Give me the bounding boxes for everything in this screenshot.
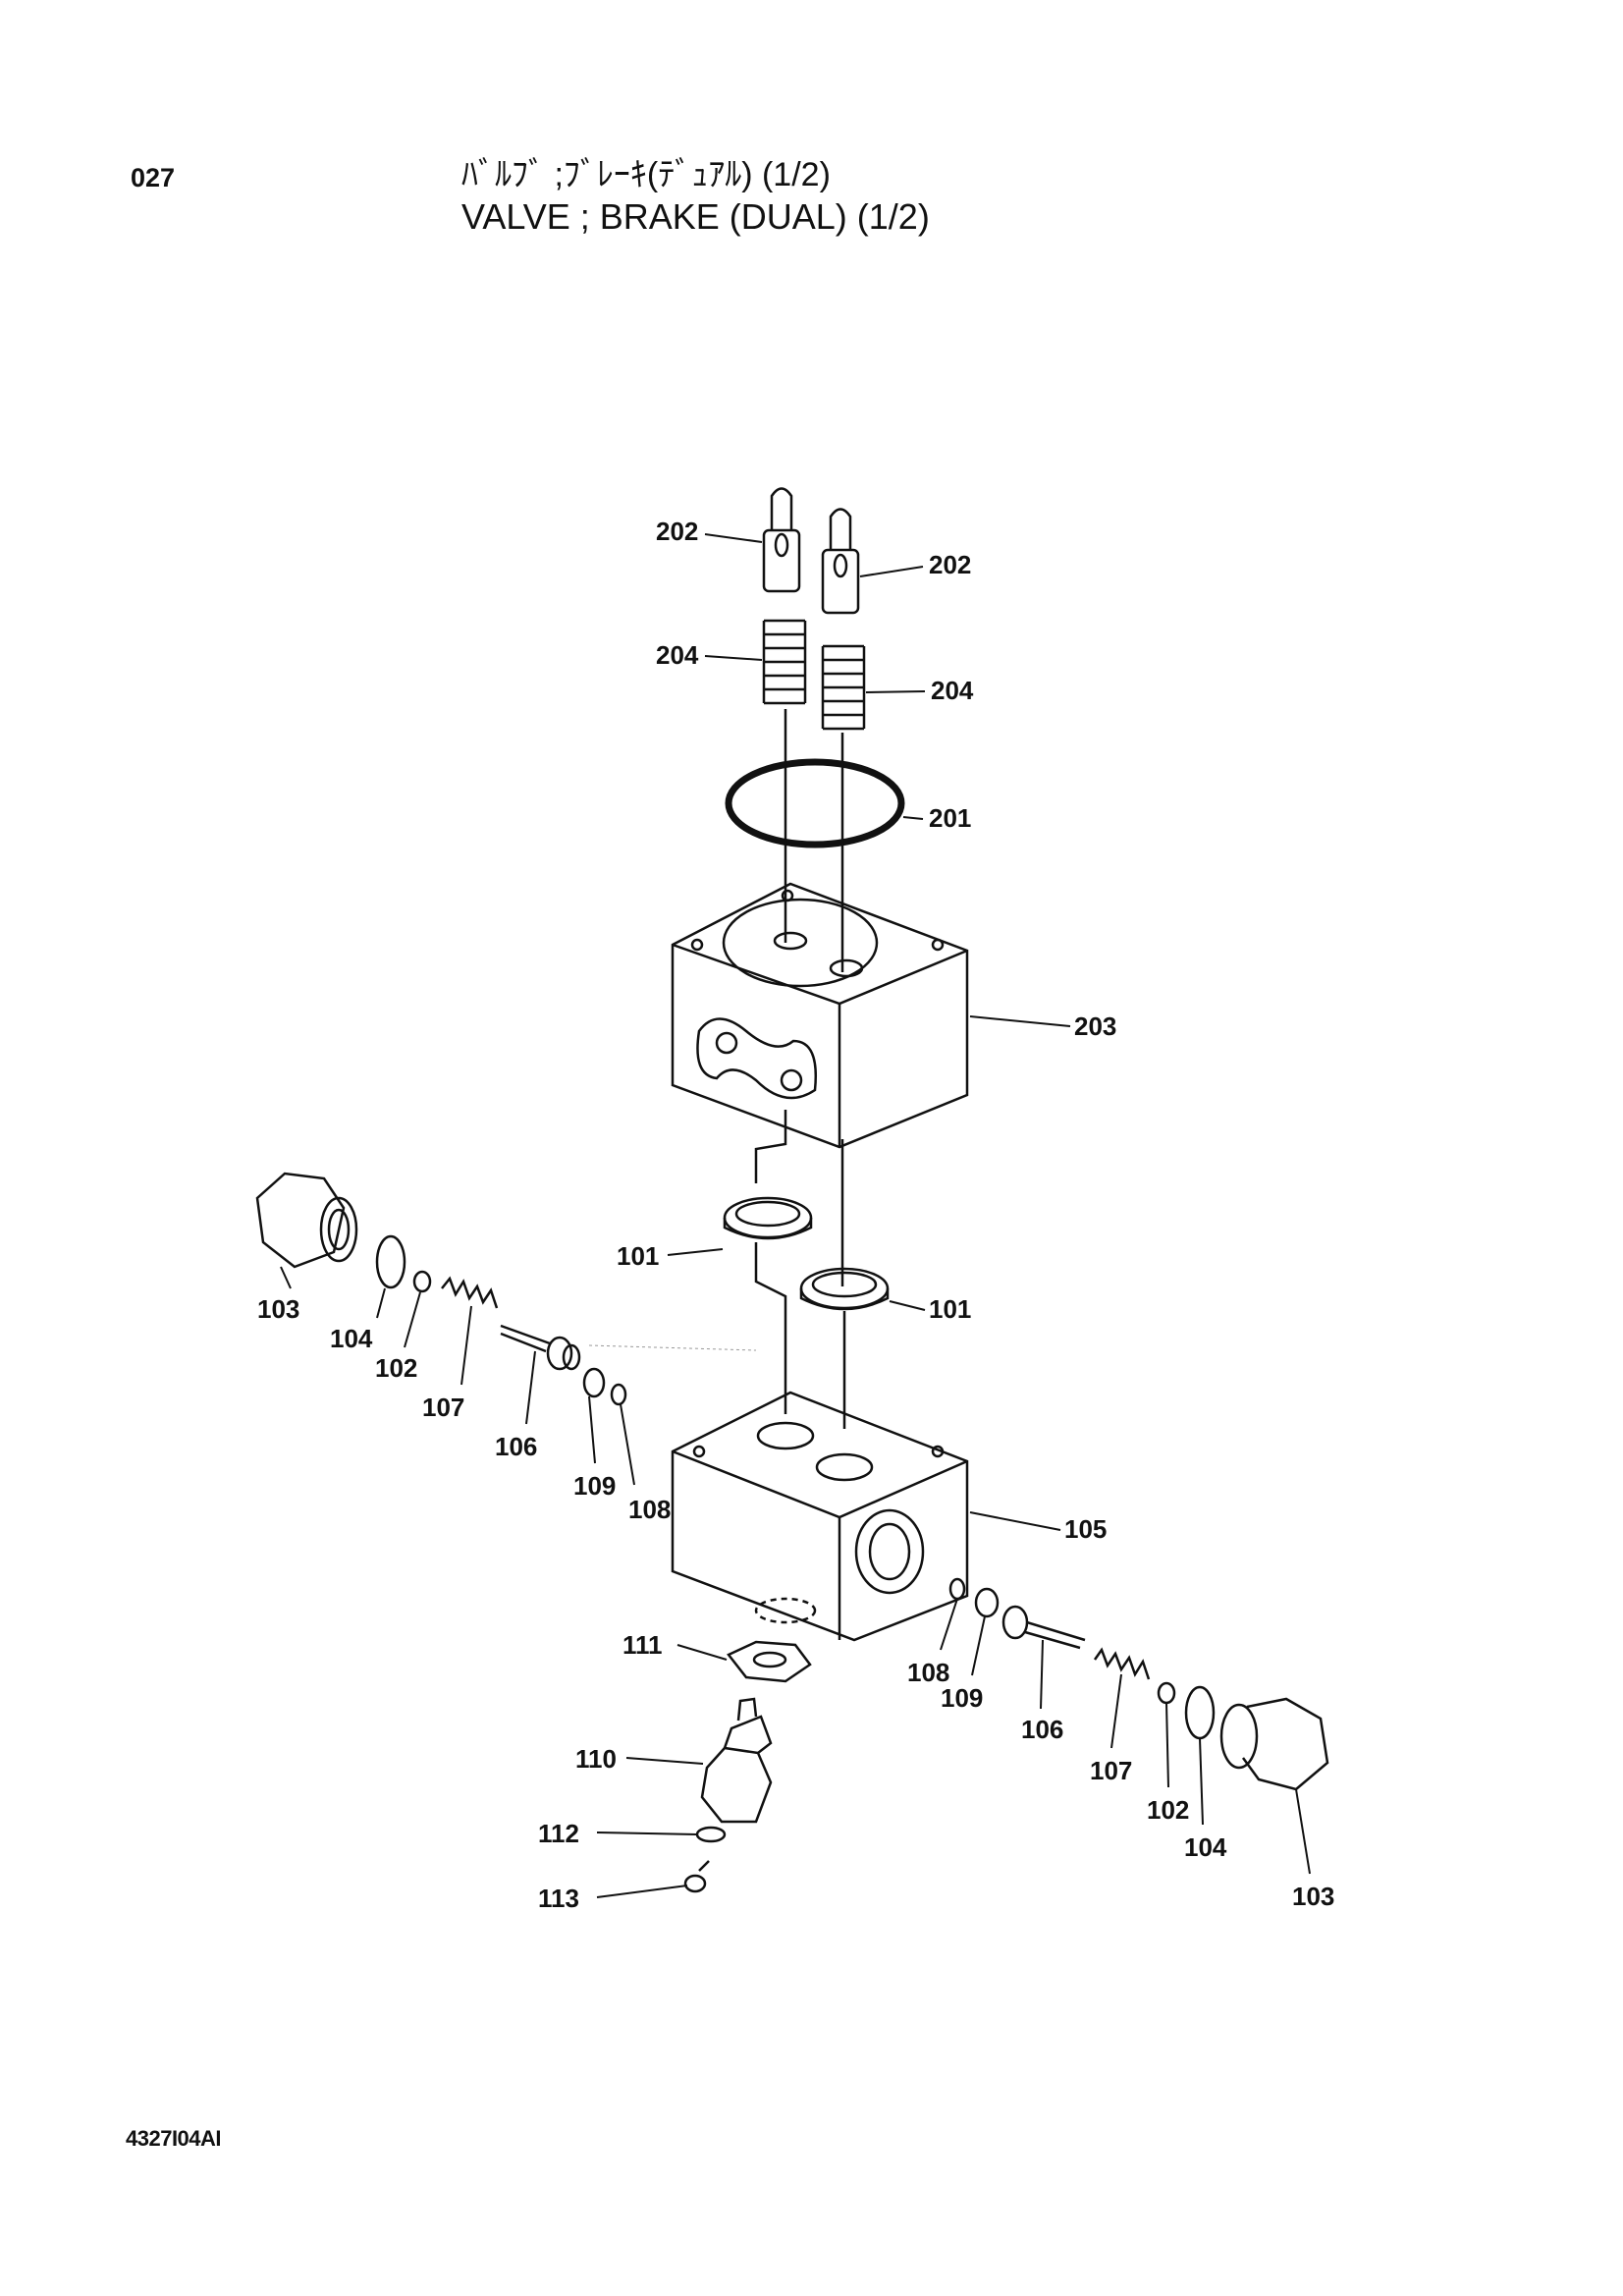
guide-lines-upper (784, 709, 844, 972)
drawing-code: 4327I04AI (126, 2126, 222, 2151)
seat-109-right (974, 1587, 1000, 1618)
oring-104-left (375, 1234, 406, 1289)
screw-113 (683, 1860, 710, 1893)
poppet-106-left (500, 1324, 581, 1371)
label-109-right: 109 (941, 1683, 983, 1713)
label-203: 203 (1074, 1011, 1116, 1041)
washer-102-left (412, 1270, 432, 1293)
spring-204-right (821, 644, 866, 731)
seat-101-left (723, 1196, 813, 1240)
poppet-106-right (1001, 1605, 1086, 1650)
part-labels: 202 202 204 204 201 203 101 101 103 104 … (257, 517, 1334, 1913)
label-108-right: 108 (907, 1658, 949, 1687)
label-112: 112 (538, 1819, 579, 1848)
oring-108-left (610, 1383, 627, 1406)
block-203 (671, 882, 969, 1149)
guide-lines-middle (754, 1110, 844, 1286)
label-108-left: 108 (628, 1495, 671, 1524)
page-number: 027 (131, 163, 176, 192)
plug-103-right (1219, 1697, 1329, 1791)
title-japanese: ﾊﾞﾙﾌﾞ ;ﾌﾞﾚｰｷ(ﾃﾞｭｱﾙ) (1/2) (461, 156, 831, 193)
plug-103-left (255, 1172, 358, 1269)
label-204-right: 204 (931, 676, 974, 705)
oring-104-right (1184, 1685, 1216, 1740)
title-english: VALVE ; BRAKE (DUAL) (1/2) (461, 196, 930, 237)
piston-202-right (821, 508, 860, 615)
label-111: 111 (622, 1630, 663, 1660)
label-204-left: 204 (656, 640, 699, 670)
oring-108-right (948, 1577, 966, 1601)
label-201: 201 (929, 803, 971, 833)
label-103-left: 103 (257, 1294, 299, 1324)
spring-112 (695, 1826, 727, 1843)
label-202-right: 202 (929, 550, 971, 579)
label-104-left: 104 (330, 1324, 373, 1353)
axis-line-left (588, 1344, 757, 1351)
label-103-right: 103 (1292, 1882, 1334, 1911)
label-105: 105 (1064, 1514, 1107, 1544)
spring-107-left (441, 1276, 499, 1309)
label-104-right: 104 (1184, 1832, 1227, 1862)
label-102-left: 102 (375, 1353, 417, 1383)
seat-101-right (799, 1267, 890, 1311)
oring-201 (725, 758, 905, 848)
guide-lines-lower (754, 1242, 846, 1429)
label-106-left: 106 (495, 1432, 537, 1461)
valve-110 (700, 1697, 773, 1824)
leader-lines (280, 533, 1311, 1898)
label-102-right: 102 (1147, 1795, 1189, 1825)
label-101-right: 101 (929, 1294, 971, 1324)
seat-109-left (582, 1367, 606, 1398)
nut-111 (727, 1640, 812, 1683)
label-109-left: 109 (573, 1471, 616, 1501)
spring-107-right (1093, 1647, 1151, 1680)
block-105 (671, 1391, 969, 1642)
piston-202-left (762, 487, 801, 593)
label-113: 113 (538, 1884, 579, 1913)
label-101-left: 101 (617, 1241, 659, 1271)
label-107-left: 107 (422, 1393, 464, 1422)
label-202-left: 202 (656, 517, 698, 546)
label-107-right: 107 (1090, 1756, 1132, 1785)
label-106-right: 106 (1021, 1715, 1063, 1744)
spring-204-left (762, 619, 807, 705)
label-110: 110 (575, 1744, 617, 1774)
washer-102-right (1157, 1681, 1176, 1705)
